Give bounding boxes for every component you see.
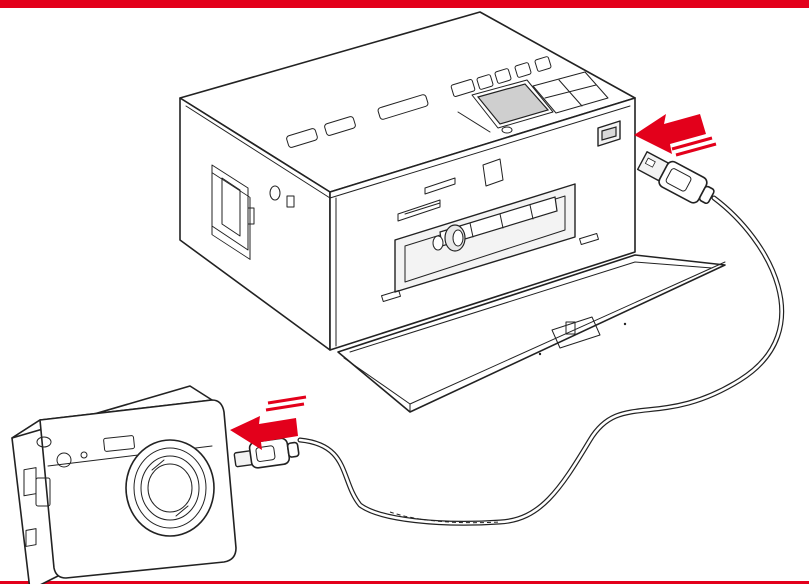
usb-plug-camera-end [233, 437, 300, 469]
top-button-bar [377, 94, 429, 120]
card-slot-2 [397, 199, 441, 222]
top-control-panel [286, 56, 609, 148]
usb-plug-printer-end [636, 151, 715, 205]
door-latch-recess [551, 316, 601, 349]
top-button-6 [514, 62, 532, 78]
digital-camera [11, 385, 237, 584]
camera-lens [125, 439, 215, 537]
camera-port-insert-arrow [230, 395, 307, 450]
paper-roller [432, 196, 558, 252]
printer-front-door [337, 254, 726, 413]
printer-control-pad [532, 71, 609, 114]
camera-flash [103, 435, 135, 452]
top-button-3 [450, 79, 476, 97]
side-button [269, 185, 281, 201]
card-release-latch [482, 158, 504, 187]
card-slot-1 [424, 177, 456, 195]
top-button-5 [494, 68, 512, 84]
usb-port-insert-arrow [634, 114, 717, 157]
printer-lcd-screen [476, 83, 550, 125]
top-button-7 [534, 56, 552, 72]
top-button-4 [476, 74, 494, 90]
top-button-2 [324, 116, 356, 136]
brand-bar-bottom [0, 581, 809, 584]
top-button-1 [286, 128, 318, 148]
brand-bar-top [0, 0, 809, 8]
printer [179, 11, 726, 413]
camera-shutter-button [36, 436, 52, 448]
